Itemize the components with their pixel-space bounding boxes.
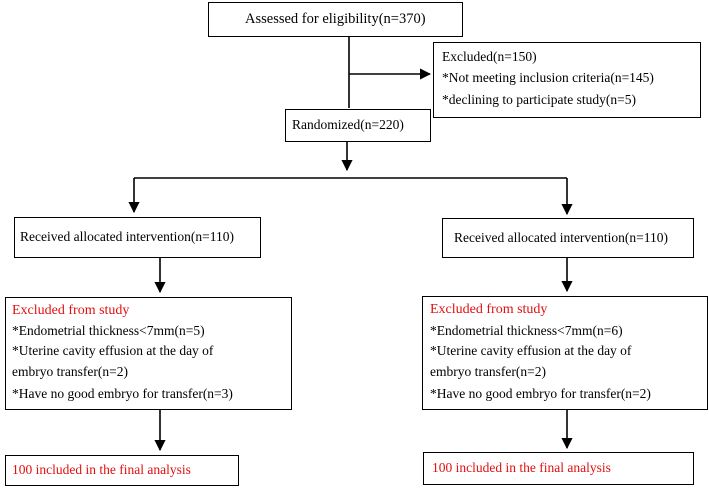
right-analysis-label: 100 included in the final analysis xyxy=(432,460,611,475)
left-allocation-label: Received allocated intervention(n=110) xyxy=(20,229,235,244)
left-excluded-box xyxy=(5,297,292,410)
left-excluded-item: embryo transfer(n=2) xyxy=(12,364,128,379)
excluded-top-box xyxy=(433,42,701,118)
right-excluded-item: *Endometrial thickness<7mm(n=6) xyxy=(430,323,623,338)
left-excluded-item: *Have no good embryo for transfer(n=3) xyxy=(12,386,233,401)
randomized-label: Randomized(n=220) xyxy=(292,117,404,132)
right-excluded-box xyxy=(422,296,708,410)
right-excluded-title: Excluded from study xyxy=(430,302,548,317)
excluded-top-item: *Not meeting inclusion criteria(n=145) xyxy=(442,70,654,85)
left-excluded-title: Excluded from study xyxy=(12,303,130,318)
left-allocation-box xyxy=(14,217,261,258)
left-analysis-label: 100 included in the final analysis xyxy=(12,462,191,477)
excluded-top-label: Excluded(n=150) xyxy=(442,49,537,64)
left-excluded-item: *Uterine cavity effusion at the day of xyxy=(12,343,214,358)
right-analysis-box xyxy=(423,452,694,485)
left-analysis-box xyxy=(5,455,239,486)
eligibility-label: Assessed for eligibility(n=370) xyxy=(245,11,426,27)
right-allocation-label: Received allocated intervention(n=110) xyxy=(454,230,669,245)
left-excluded-item: *Endometrial thickness<7mm(n=5) xyxy=(12,323,205,338)
right-allocation-box xyxy=(442,218,694,258)
excluded-top-item: *declining to participate study(n=5) xyxy=(442,92,636,107)
right-excluded-item: embryo transfer(n=2) xyxy=(430,364,546,379)
eligibility-box xyxy=(208,2,463,37)
right-excluded-item: *Uterine cavity effusion at the day of xyxy=(430,343,632,358)
randomized-box xyxy=(285,109,431,142)
right-excluded-item: *Have no good embryo for transfer(n=2) xyxy=(430,386,651,401)
